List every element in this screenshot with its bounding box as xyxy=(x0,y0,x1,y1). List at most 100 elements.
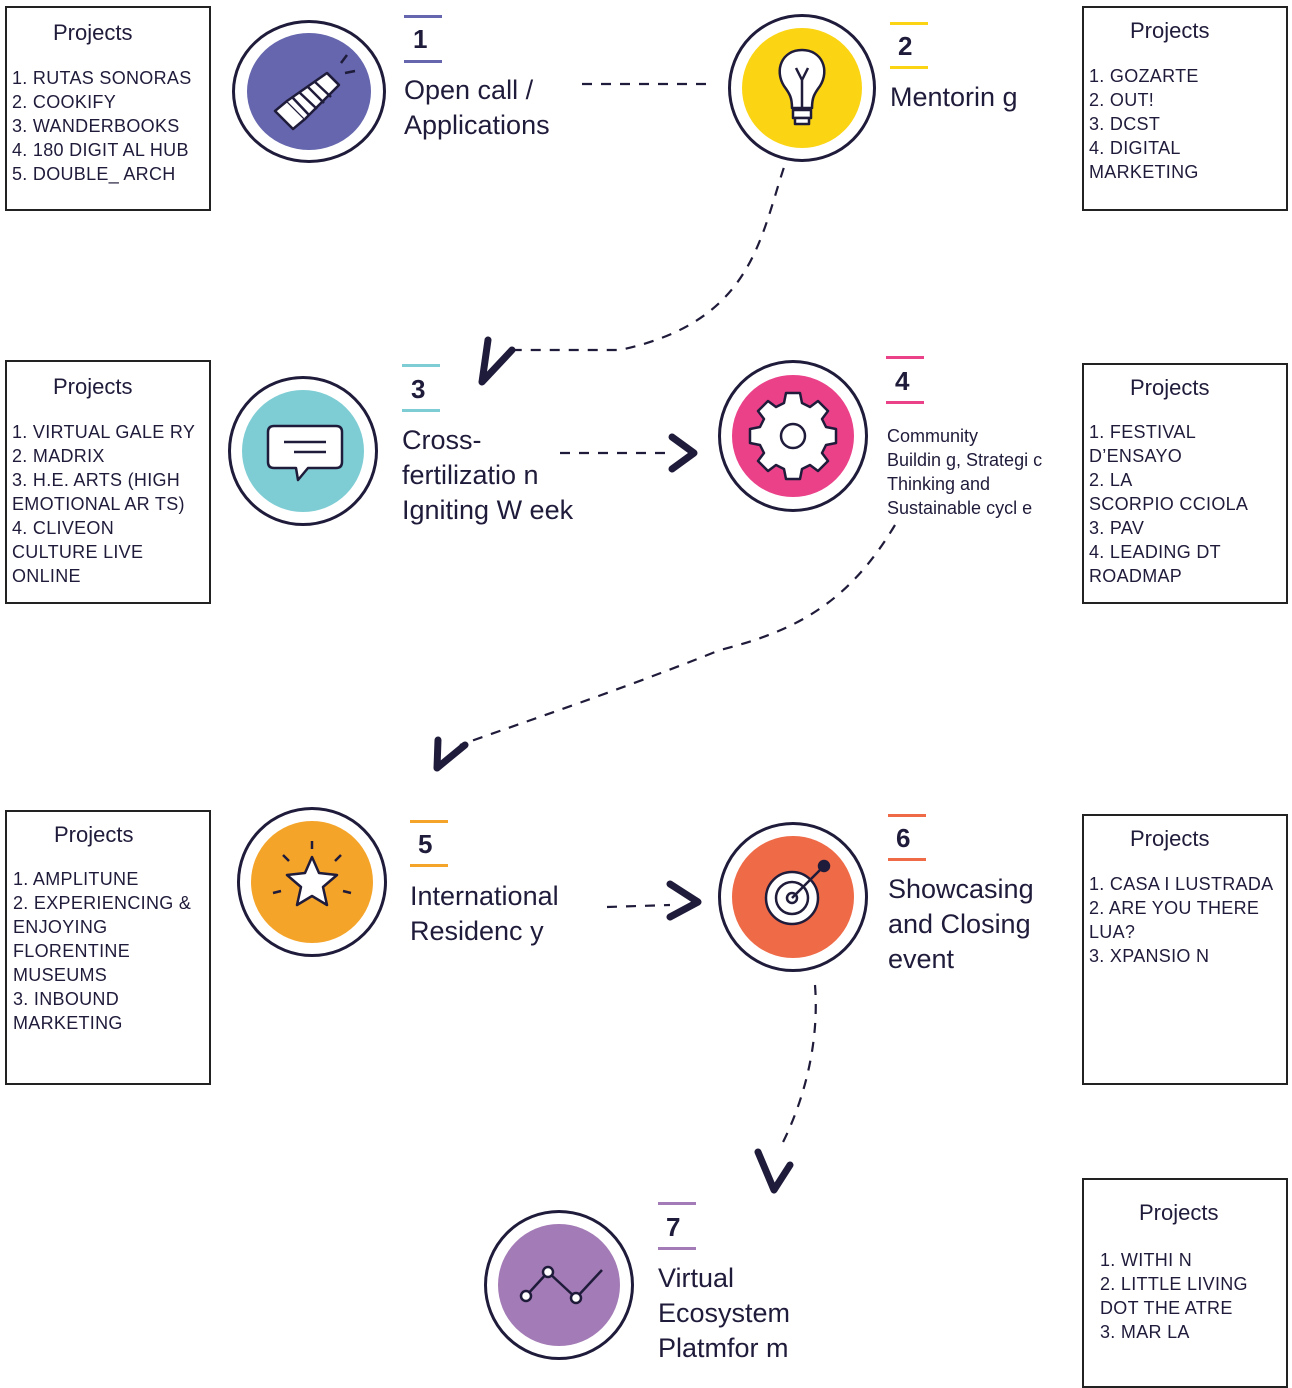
step-4-fill xyxy=(732,375,854,497)
gear-icon xyxy=(748,391,838,481)
project-item: ROADMAP xyxy=(1089,566,1183,586)
step-7-bar-bottom xyxy=(658,1247,696,1250)
step-2-number: 2 xyxy=(898,31,913,61)
project-item: 1. RUTAS SONORAS xyxy=(12,68,192,88)
project-item: 2. EXPERIENCING & xyxy=(13,893,192,913)
projects-box-title: Projects xyxy=(1130,826,1210,851)
project-item: 2. LA xyxy=(1089,470,1133,490)
projects-box-title: Projects xyxy=(54,822,134,847)
step-3-label: Cross- fertilizatio n Igniting W eek xyxy=(402,425,574,525)
step-2-bar-top xyxy=(890,22,928,25)
step-4-circle xyxy=(718,360,868,512)
projects-box-title: Projects xyxy=(53,20,133,45)
project-item: 1. GOZARTE xyxy=(1089,66,1199,86)
step-6-circle xyxy=(718,822,868,972)
projects-box-6: Projects 1. CASA I LUSTRADA 2. ARE YOU T… xyxy=(1082,814,1288,1085)
step-2-fill xyxy=(742,28,862,148)
projects-list: 1. CASA I LUSTRADA 2. ARE YOU THERE LUA?… xyxy=(1089,872,1273,968)
project-item: 1. VIRTUAL GALE RY xyxy=(12,422,196,442)
projects-box-title: Projects xyxy=(53,374,133,399)
project-item: EMOTIONAL AR TS) xyxy=(12,494,185,514)
project-item: 1. CASA I LUSTRADA xyxy=(1089,874,1274,894)
project-item: 1. AMPLITUNE xyxy=(13,869,139,889)
step-3-fill xyxy=(242,390,364,512)
step-2-bar-bottom xyxy=(890,66,928,69)
project-item: 3. MAR LA xyxy=(1100,1322,1190,1342)
step-6-fill xyxy=(732,836,854,958)
step-5-fill xyxy=(251,821,373,943)
chat-bubble-icon xyxy=(266,424,344,482)
connector-2-3 xyxy=(510,149,792,352)
project-item: 3. PAV xyxy=(1089,518,1145,538)
project-item: 3. INBOUND xyxy=(13,989,120,1009)
project-item: LUA? xyxy=(1089,922,1136,942)
lightbulb-icon xyxy=(778,48,826,126)
step-5-bar-top xyxy=(410,820,448,823)
projects-list: 1. VIRTUAL GALE RY 2. MADRIX 3. H.E. ART… xyxy=(12,420,195,588)
projects-box-title: Projects xyxy=(1139,1200,1219,1225)
step-5-circle xyxy=(237,807,387,957)
project-item: MUSEUMS xyxy=(13,965,108,985)
arrowhead-to-step-3 xyxy=(478,336,516,386)
project-item: FLORENTINE xyxy=(13,941,131,961)
step-1-circle xyxy=(232,20,386,163)
step-1-label: Open call / Applications xyxy=(404,75,550,140)
project-item: 5. DOUBLE_ ARCH xyxy=(12,164,176,184)
project-item: 2. OUT! xyxy=(1089,90,1155,110)
project-item: 2. ARE YOU THERE xyxy=(1089,898,1260,918)
projects-box-5: Projects 1. AMPLITUNE 2. EXPERIENCING & … xyxy=(5,810,211,1085)
project-item: 4. DIGITAL xyxy=(1089,138,1181,158)
project-item: 2. MADRIX xyxy=(12,446,105,466)
arrowhead-to-step-5 xyxy=(433,736,469,772)
step-7-label: Virtual Ecosystem Platmfor m xyxy=(658,1263,791,1363)
connector-5-6 xyxy=(606,903,671,909)
project-item: DOT THE ATRE xyxy=(1100,1298,1233,1318)
projects-box-2: Projects 1. GOZARTE 2. OUT! 3. DCST 4. D… xyxy=(1082,6,1288,211)
step-5-bar-bottom xyxy=(410,864,448,867)
step-7-fill xyxy=(498,1224,620,1346)
project-item: 1. WITHI N xyxy=(1100,1250,1192,1270)
project-item: 2. LITTLE LIVING xyxy=(1100,1274,1248,1294)
step-4-number: 4 xyxy=(895,366,910,396)
project-item: SCORPIO CCIOLA xyxy=(1089,494,1249,514)
step-4-bar-bottom xyxy=(886,401,924,404)
target-icon xyxy=(764,859,831,926)
step-4-bar-top xyxy=(886,356,924,359)
star-icon xyxy=(272,841,352,907)
step-1-fill xyxy=(247,33,371,150)
step-5-number: 5 xyxy=(418,829,433,859)
projects-box-4: Projects 1. FESTIVAL D’ENSAYO 2. LA SCOR… xyxy=(1082,363,1288,604)
projects-box-3: Projects 1. VIRTUAL GALE RY 2. MADRIX 3.… xyxy=(5,360,211,604)
project-item: 3. XPANSIO N xyxy=(1089,946,1210,966)
projects-box-title: Projects xyxy=(1130,375,1210,400)
projects-box-7: Projects 1. WITHI N 2. LITTLE LIVING DOT… xyxy=(1082,1178,1288,1388)
step-3-number: 3 xyxy=(411,374,426,404)
projects-list: 1. RUTAS SONORAS 2. COOKIFY 3. WANDERBOO… xyxy=(12,66,192,186)
project-item: 4. LEADING DT xyxy=(1089,542,1221,562)
project-item: MARKETING xyxy=(13,1013,123,1033)
step-1-bar-bottom xyxy=(404,60,442,63)
step-2-circle xyxy=(728,14,876,162)
project-item: 4. CLIVEON xyxy=(12,518,115,538)
step-3-bar-bottom xyxy=(402,409,440,412)
projects-list: 1. GOZARTE 2. OUT! 3. DCST 4. DIGITAL MA… xyxy=(1089,64,1199,184)
arrowhead-to-step-7 xyxy=(754,1148,794,1194)
connector-4-5 xyxy=(459,524,896,747)
step-3-bar-top xyxy=(402,364,440,367)
project-item: 2. COOKIFY xyxy=(12,92,117,112)
projects-list: 1. AMPLITUNE 2. EXPERIENCING & ENJOYING … xyxy=(13,867,191,1035)
connector-6-7 xyxy=(779,984,817,1149)
step-1-number: 1 xyxy=(413,24,428,54)
project-item: ENJOYING xyxy=(13,917,108,937)
line-graph-icon xyxy=(519,1265,603,1305)
project-item: D’ENSAYO xyxy=(1089,446,1183,466)
step-7-circle xyxy=(484,1210,634,1360)
project-item: 3. DCST xyxy=(1089,114,1161,134)
projects-box-1: Projects 1. RUTAS SONORAS 2. COOKIFY 3. … xyxy=(5,6,211,211)
step-6-bar-top xyxy=(888,814,926,817)
project-item: CULTURE LIVE xyxy=(12,542,144,562)
project-item: 3. WANDERBOOKS xyxy=(12,116,180,136)
step-5-label: International Residenc y xyxy=(410,881,559,946)
step-6-label: Showcasing and Closing event xyxy=(888,874,1034,974)
